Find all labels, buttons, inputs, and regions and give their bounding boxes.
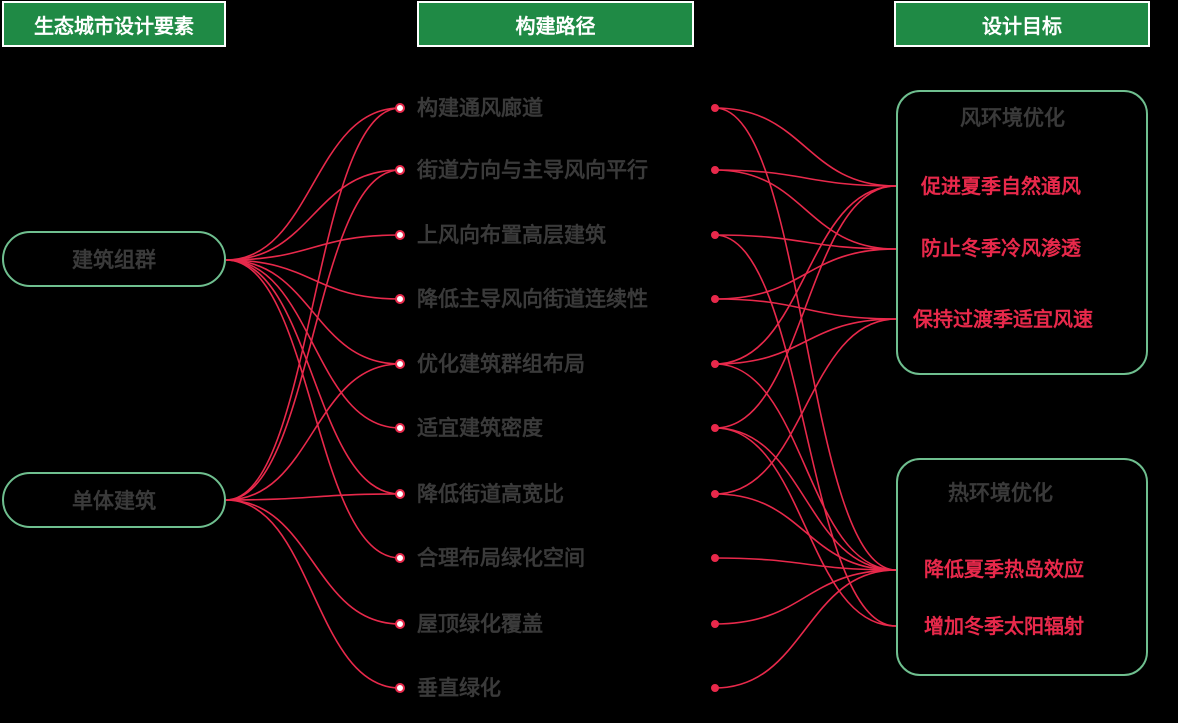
path-right-dot [711,360,719,368]
goal-item: 保持过渡季适宜风速 [913,307,1093,331]
link-path-to-goal [714,569,897,625]
element-building-group: 建筑组群 [2,231,226,287]
path-label: 构建通风廊道 [417,96,543,120]
goal-group-thermal [896,458,1148,676]
path-left-dot [395,619,405,629]
link-path-to-goal [714,169,897,187]
path-label: 垂直绿化 [417,676,501,700]
link-element-to-path [225,259,401,559]
goal-title-thermal: 热环境优化 [948,481,1053,505]
link-path-to-goal [714,169,897,250]
path-left-dot [395,103,405,113]
goal-item: 促进夏季自然通风 [921,174,1081,198]
path-right-dot [711,104,719,112]
path-right-dot [711,620,719,628]
path-right-dot [711,295,719,303]
link-path-to-goal [714,185,897,429]
path-right-dot [711,554,719,562]
link-element-to-path [225,259,401,495]
path-right-dot [711,166,719,174]
link-element-to-path [225,499,401,625]
link-path-to-goal [714,427,897,627]
header-goals: 设计目标 [894,1,1150,47]
link-element-to-path [225,259,401,365]
path-label: 上风向布置高层建筑 [417,223,606,247]
header-paths: 构建路径 [417,1,694,47]
link-element-to-path [225,107,401,261]
path-label: 屋顶绿化覆盖 [417,612,543,636]
path-left-dot [395,423,405,433]
link-element-to-path [225,169,401,261]
link-element-to-path [225,107,401,501]
path-left-dot [395,165,405,175]
link-element-to-path [225,259,401,300]
path-left-dot [395,683,405,693]
link-path-to-goal [714,234,897,250]
path-right-dot [711,684,719,692]
goal-title-wind: 风环境优化 [960,106,1065,130]
link-path-to-goal [714,318,897,365]
path-right-dot [711,424,719,432]
path-label: 合理布局绿化空间 [417,546,585,570]
link-path-to-goal [714,107,897,187]
goal-group-wind [896,90,1148,375]
header-elements: 生态城市设计要素 [2,1,226,47]
path-label: 降低街道高宽比 [417,482,564,506]
link-element-to-path [225,169,401,501]
path-left-dot [395,230,405,240]
goal-item: 增加冬季太阳辐射 [924,614,1084,638]
path-left-dot [395,553,405,563]
link-element-to-path [225,493,401,501]
path-label: 适宜建筑密度 [417,416,543,440]
link-path-to-goal [714,493,897,571]
link-path-to-goal [714,318,897,495]
link-element-to-path [225,259,401,429]
element-single-building: 单体建筑 [2,472,226,528]
path-label: 优化建筑群组布局 [417,352,585,376]
path-right-dot [711,490,719,498]
link-path-to-goal [714,363,897,571]
goal-item: 防止冬季冷风渗透 [921,236,1081,260]
path-label: 街道方向与主导风向平行 [417,158,648,182]
path-left-dot [395,294,405,304]
link-path-to-goal [714,107,897,571]
path-label: 降低主导风向街道连续性 [417,287,648,311]
link-path-to-goal [714,185,897,365]
link-path-to-goal [714,569,897,689]
path-left-dot [395,489,405,499]
link-element-to-path [225,234,401,261]
goal-item: 降低夏季热岛效应 [924,557,1084,581]
link-path-to-goal [714,557,897,571]
link-element-to-path [225,499,401,689]
path-left-dot [395,359,405,369]
link-path-to-goal [714,427,897,571]
link-path-to-goal [714,234,897,627]
path-right-dot [711,231,719,239]
link-element-to-path [225,363,401,501]
